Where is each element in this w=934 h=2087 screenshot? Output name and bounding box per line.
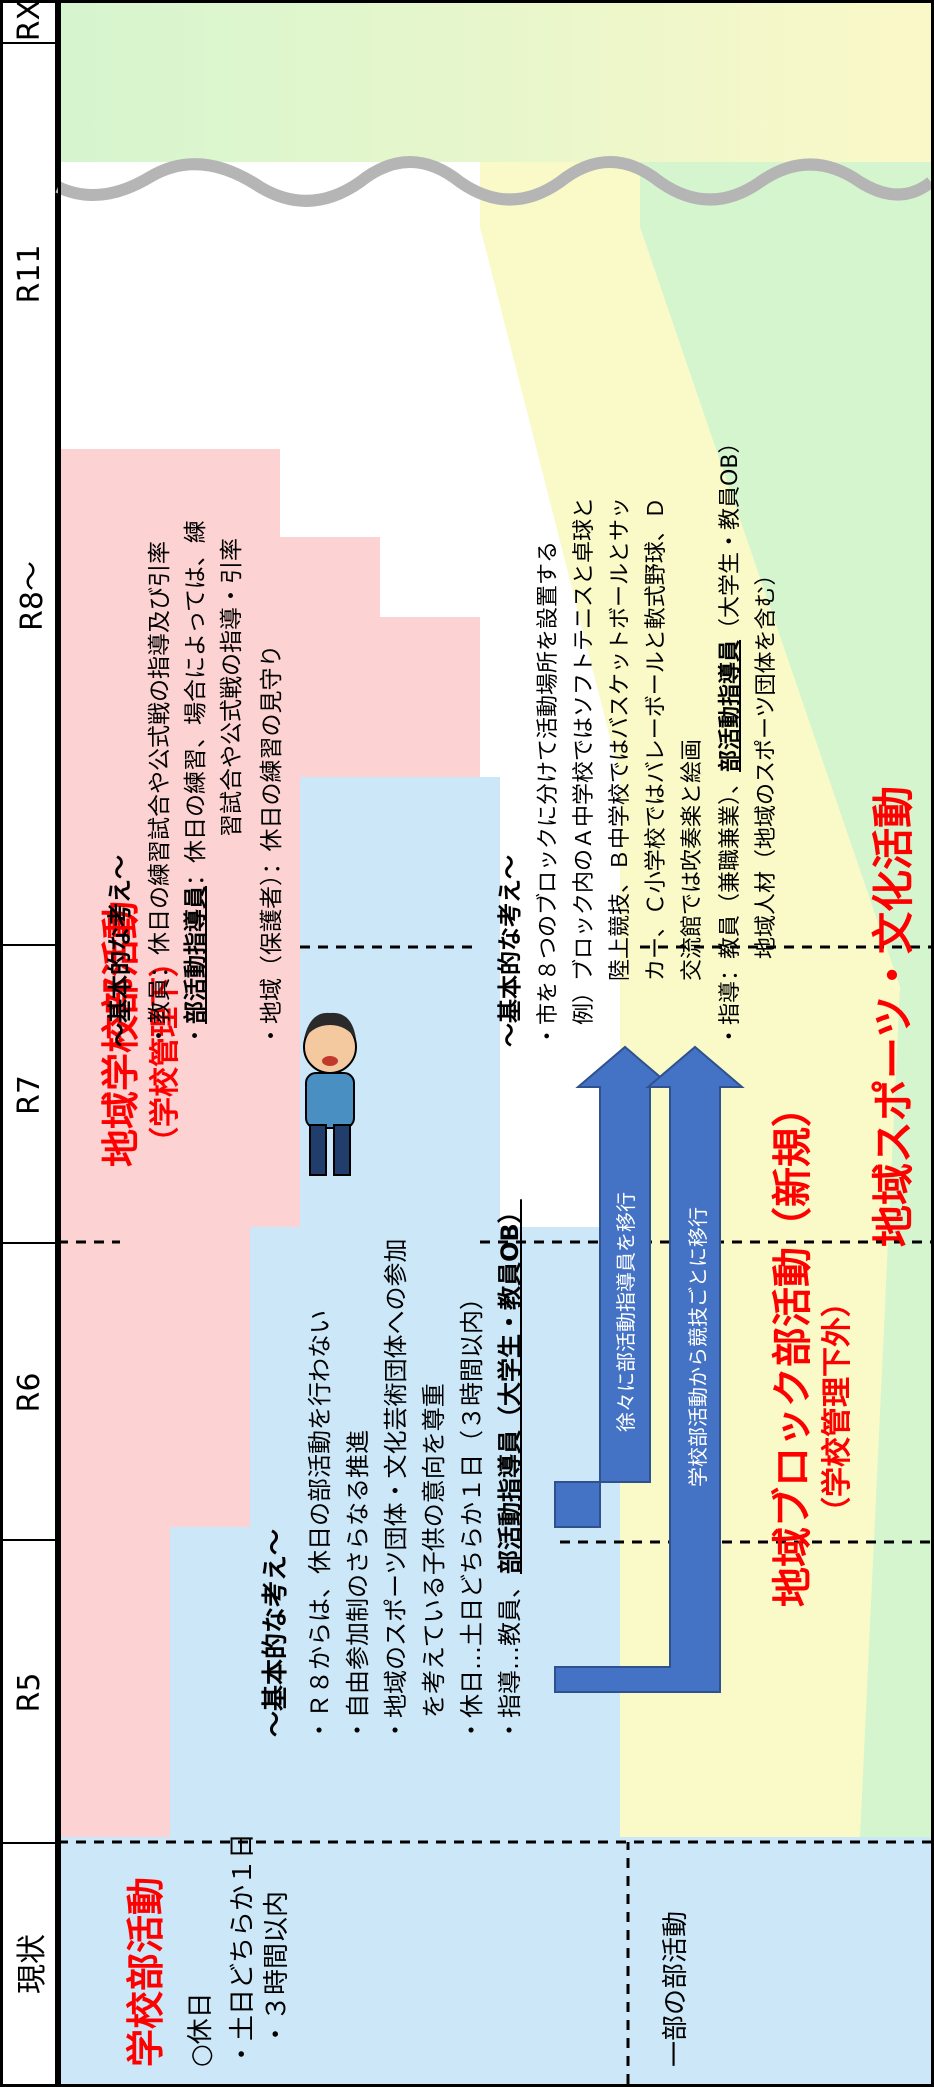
school-club-title: 学校部活動: [124, 1876, 168, 2067]
transition-guide-bold: 部活動指導員: [496, 1430, 524, 1574]
transition-concept-line: ・休日…土日どちらか１日（３時間以内）: [458, 1286, 486, 1742]
school-club-holiday-line: ・土日どちらか１日: [228, 1832, 258, 2067]
block-concept-line: ・市を８つのブロックに分けて活動場所を設置する: [536, 540, 561, 1047]
transition-concept-line: ・Ｒ８からは、休日の部活動を行わない: [306, 1310, 334, 1742]
regional-concept-heading: ～基本的な考え～: [106, 855, 134, 1047]
block-guide-bold: 部活動指導員: [718, 639, 743, 772]
regional-concept-line2-cont: 習試合や公式戦の指導・引率: [219, 538, 245, 837]
block-guide-prefix: ・指導：教員（兼職兼業）、: [718, 771, 743, 1047]
block-concept-guide: ・指導：教員（兼職兼業）、部活動指導員（大学生・教員OB）: [712, 432, 744, 1047]
block-concept-heading: ～基本的な考え～: [496, 855, 524, 1047]
block-concept-line: 陸上競技、Ｂ中学校ではバスケットボールとサッ: [608, 496, 633, 1047]
block-concept-line: 例）ブロック内のＡ中学校ではソフトテニスと卓球と: [572, 496, 597, 1047]
regional-line2-rest: ：休日の練習、場合によっては、練: [183, 520, 209, 886]
transition-guide-prefix: ・指導…教員、: [496, 1574, 524, 1742]
transition-concept-line: ・自由参加制のさらなる推進: [344, 1430, 372, 1742]
block-club-subtitle: （学校管理下外）: [820, 1287, 855, 1527]
school-club-holiday-label: ○休日: [186, 1992, 216, 2067]
block-concept-line: 交流館では吹奏楽と絵画: [680, 738, 705, 1047]
block-concept-line: カー、Ｃ小学校ではバレーボールと軟式野球、Ｄ: [644, 497, 669, 1047]
block-concept-guide-cont: 地域人材（地域のスポーツ団体を含む）: [754, 563, 779, 1047]
arrow2-label: 学校部活動から競技ごとに移行: [686, 1207, 710, 1487]
arrow1-label: 徐々に部活動指導員を移行: [614, 1192, 638, 1432]
regional-concept-line2: ・部活動指導員：休日の練習、場合によっては、練: [176, 520, 210, 1047]
transition-concept-line: ・地域のスポーツ団体・文化芸術団体への参加: [382, 1238, 410, 1742]
school-club-holiday-line: ・３時間以内: [262, 1890, 292, 2047]
block-club-title: 地域ブロック部活動（新規）: [770, 1087, 816, 1607]
transition-guide-rest: （大学生・教員OB）: [496, 1199, 524, 1430]
partial-club-label: 一部の部活動: [661, 1910, 691, 2067]
regional-concept-line: ・教員：休日の練習試合や公式戦の指導及び引率: [147, 541, 173, 1047]
regional-line2-prefix: ・: [183, 1024, 209, 1047]
transition-concept-line: を考えている子供の意向を尊重: [420, 1383, 448, 1742]
block-guide-rest: （大学生・教員OB）: [718, 431, 743, 640]
transition-concept-guide: ・指導…教員、部活動指導員（大学生・教員OB）: [490, 1199, 525, 1742]
regional-line2-bold: 部活動指導員: [183, 886, 209, 1024]
regional-activity-title: 地域スポーツ・文化活動: [869, 785, 918, 1247]
transition-concept-heading: ～基本的な考え～: [261, 1528, 291, 1737]
regional-concept-line: ・地域（保護者）：休日の練習の見守り: [259, 644, 285, 1048]
